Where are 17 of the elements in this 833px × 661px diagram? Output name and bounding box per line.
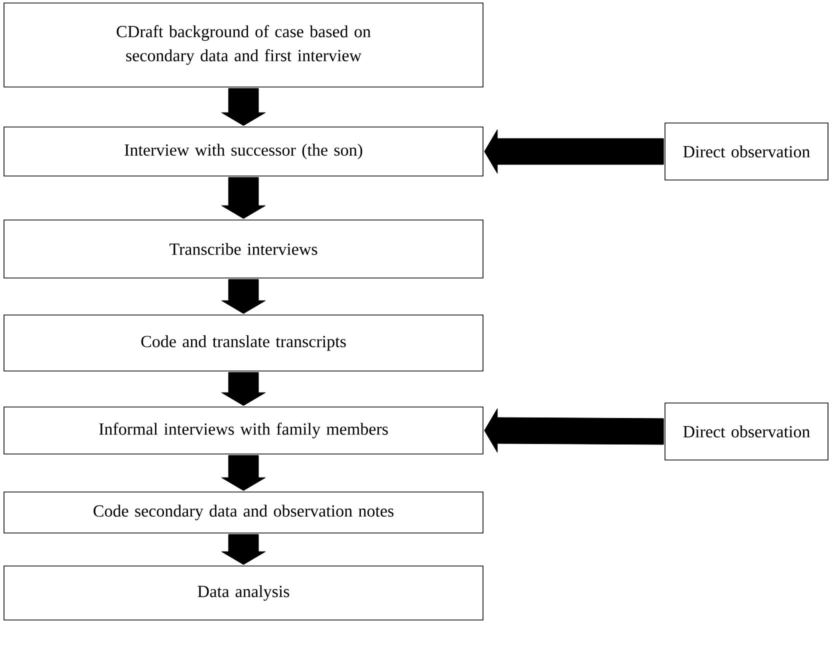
process-box: Code and translate transcripts <box>4 314 484 372</box>
block-arrow <box>221 177 266 219</box>
process-box: Informal interviews with family members <box>4 406 484 454</box>
block-arrow <box>221 88 266 126</box>
block-arrow <box>221 279 266 314</box>
block-arrow <box>221 455 266 491</box>
process-box: Direct observation <box>664 122 828 180</box>
process-box: Code secondary data and observation notes <box>4 492 484 534</box>
block-arrow <box>221 372 266 406</box>
block-arrow <box>484 129 664 174</box>
process-box: Data analysis <box>4 566 484 620</box>
process-box: Direct observation <box>664 402 828 460</box>
process-box: Transcribe interviews <box>4 220 484 278</box>
process-box: CDraft background of case based on secondary data and first interview <box>4 2 484 88</box>
process-box: Interview with successor (the son) <box>4 126 484 176</box>
block-arrow <box>221 534 266 565</box>
block-arrow <box>484 408 664 453</box>
